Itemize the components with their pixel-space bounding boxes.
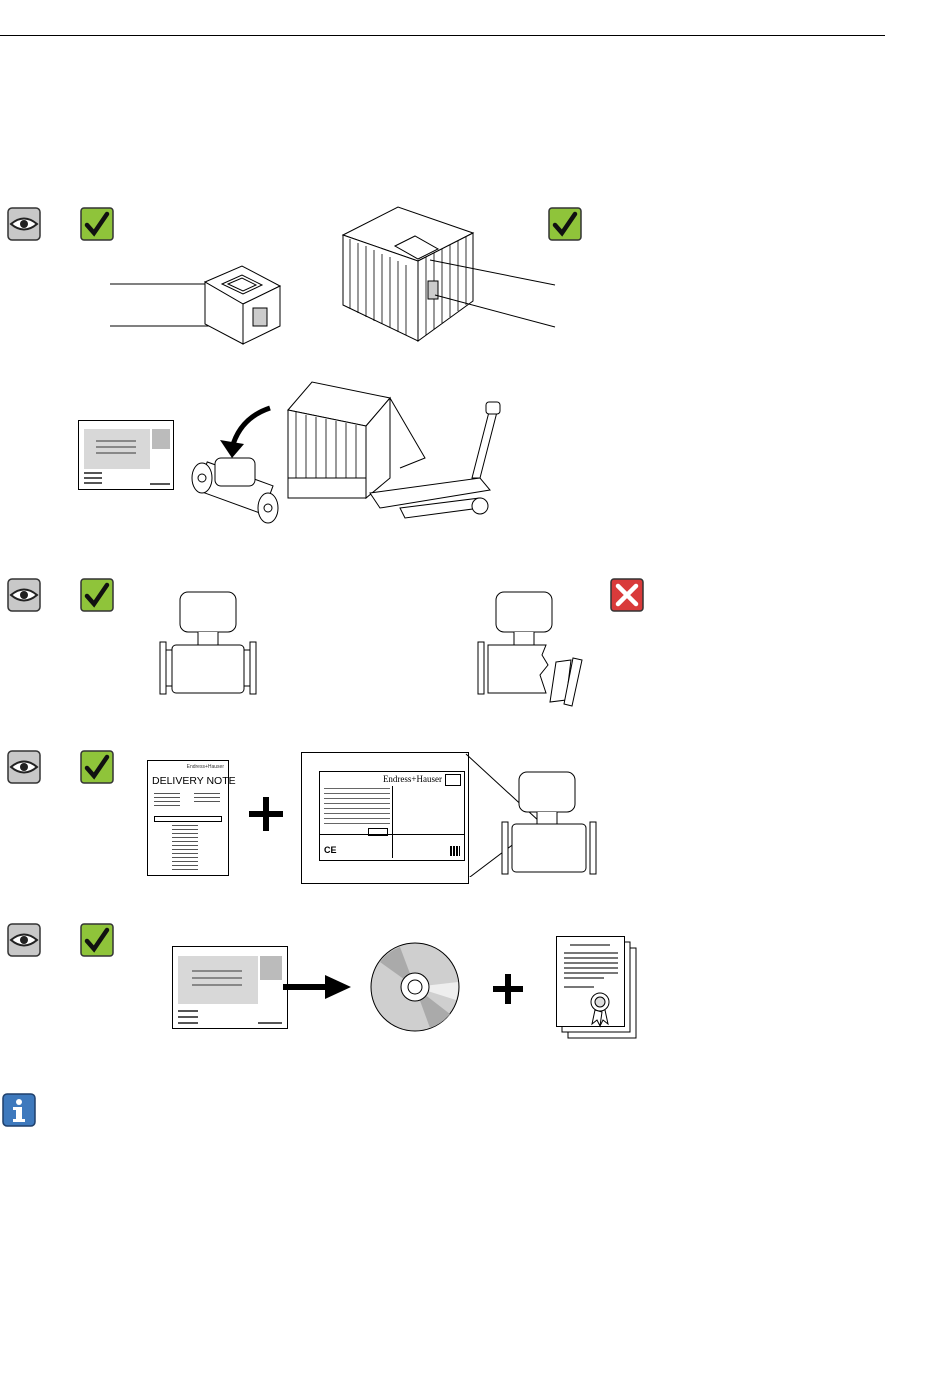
cross-icon [610, 578, 644, 612]
arrow-right-icon [283, 975, 353, 999]
delivery-note-title: DELIVERY NOTE [152, 775, 236, 787]
nameplate: Endress+Hauser CE [319, 771, 465, 861]
cd-rom-icon [370, 942, 460, 1032]
delivery-note-document: Endress+Hauser DELIVERY NOTE [147, 760, 229, 876]
eye-icon [7, 923, 41, 957]
plus-icon [247, 795, 285, 833]
plus-icon [491, 972, 525, 1006]
delivery-note-brand: Endress+Hauser [187, 764, 224, 770]
device-nameplate-illustration [460, 752, 600, 877]
ce-mark: CE [324, 845, 337, 855]
check-icon [80, 578, 114, 612]
eye-icon [7, 750, 41, 784]
damaged-device-illustration [476, 590, 591, 710]
check-icon [80, 207, 114, 241]
small-package-illustration [110, 262, 285, 347]
nameplate-brand: Endress+Hauser [383, 774, 442, 784]
check-icon [80, 750, 114, 784]
check-icon [80, 923, 114, 957]
unpacking-illustration [180, 378, 525, 543]
eye-icon [7, 578, 41, 612]
info-icon [2, 1093, 36, 1127]
large-crate-illustration [340, 205, 560, 345]
eye-icon [7, 207, 41, 241]
certificates-icon [556, 936, 638, 1040]
header-rule [0, 35, 885, 36]
operating-instructions-document [172, 946, 288, 1029]
manual-document-illustration [78, 420, 174, 490]
intact-device-illustration [158, 590, 258, 695]
nameplate-callout: Endress+Hauser CE [301, 752, 469, 884]
